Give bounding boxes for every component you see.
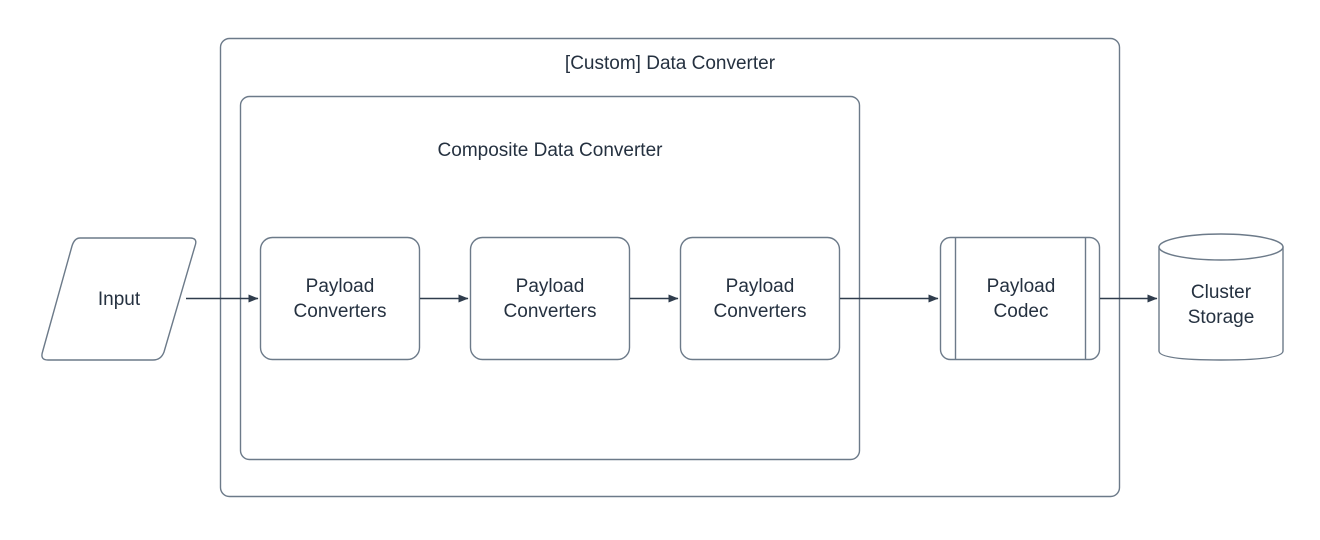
- node-pc3-shape[interactable]: [679, 236, 841, 361]
- node-codec-shape[interactable]: [939, 236, 1101, 361]
- node-input-shape[interactable]: [41, 237, 197, 361]
- container-composite-data-converter-title: Composite Data Converter: [437, 140, 663, 161]
- node-storage-shape[interactable]: [1158, 233, 1284, 361]
- node-pc2-shape[interactable]: [469, 236, 631, 361]
- container-composite-data-converter[interactable]: [239, 95, 861, 461]
- container-custom-data-converter-title: [Custom] Data Converter: [564, 53, 776, 74]
- node-pc1-shape[interactable]: [259, 236, 421, 361]
- container-custom-data-converter[interactable]: [219, 37, 1121, 498]
